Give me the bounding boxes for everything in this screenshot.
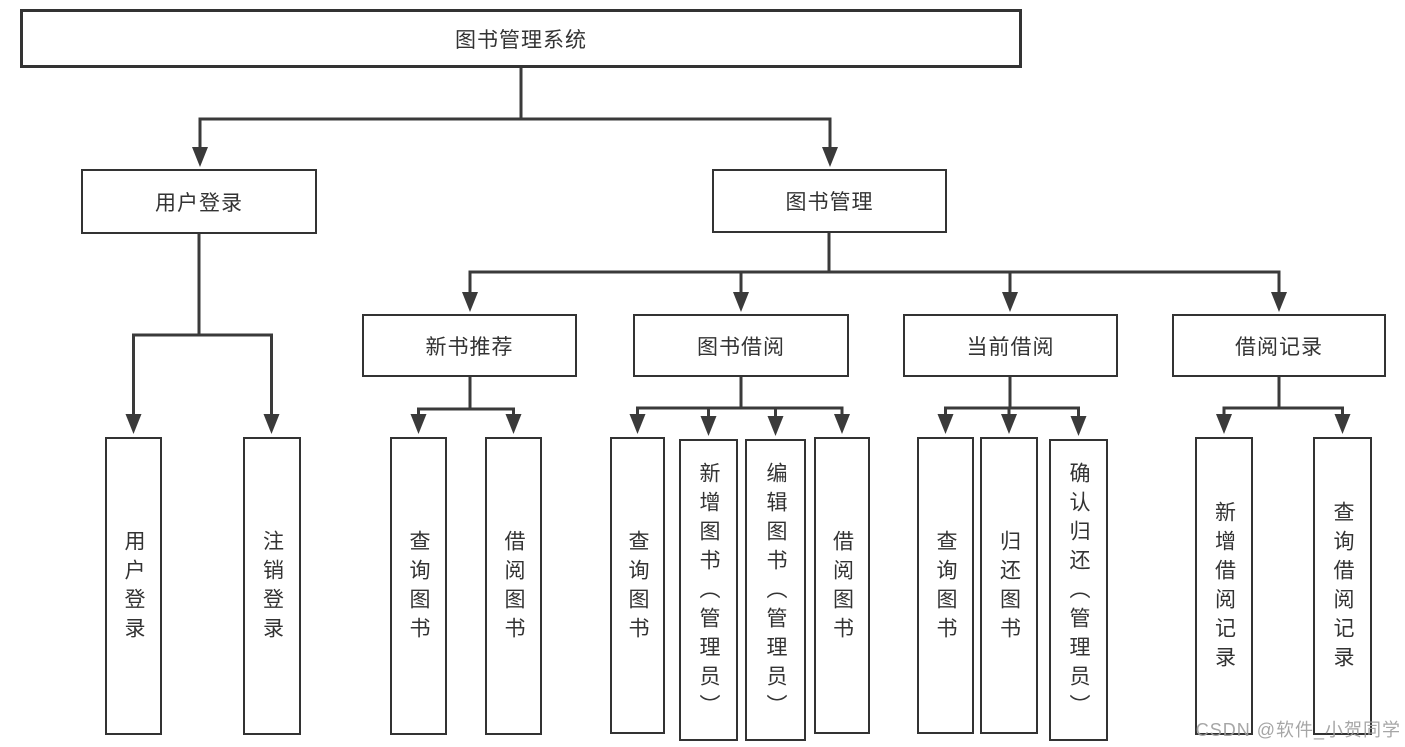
leaf-label: 新增借阅记录 bbox=[1212, 501, 1236, 675]
leaf-label: 确认归还（管理员） bbox=[1067, 461, 1090, 723]
leaf-label: 借阅图书 bbox=[830, 529, 854, 646]
leaf-confirm-return-admin: 确认归还（管理员） bbox=[1049, 439, 1108, 741]
leaf-label: 查询图书 bbox=[407, 530, 430, 646]
leaf-query-books-recommend: 查询图书 bbox=[390, 437, 447, 735]
leaf-label: 用户登录 bbox=[122, 530, 145, 646]
node-label: 图书借阅 bbox=[697, 335, 785, 359]
node-current-borrowing: 当前借阅 bbox=[903, 314, 1118, 377]
leaf-query-books-current: 查询图书 bbox=[917, 437, 974, 734]
leaf-query-books-borrow: 查询图书 bbox=[610, 437, 665, 734]
leaf-label: 借阅图书 bbox=[502, 530, 525, 646]
node-book-management: 图书管理 bbox=[712, 169, 947, 233]
leaf-label: 查询图书 bbox=[626, 529, 649, 646]
leaf-query-borrow-record: 查询借阅记录 bbox=[1313, 437, 1372, 735]
leaf-label: 查询借阅记录 bbox=[1331, 501, 1354, 675]
node-label: 图书管理 bbox=[785, 191, 874, 214]
node-label: 图书管理系统 bbox=[455, 28, 587, 52]
leaf-add-books-admin: 新增图书（管理员） bbox=[679, 439, 738, 741]
leaf-user-login: 用户登录 bbox=[105, 437, 162, 735]
leaf-label: 编辑图书（管理员） bbox=[764, 461, 787, 723]
node-label: 新书推荐 bbox=[425, 335, 514, 359]
leaf-label: 归还图书 bbox=[997, 529, 1021, 646]
leaf-label: 新增图书（管理员） bbox=[697, 461, 720, 723]
node-label: 借阅记录 bbox=[1235, 335, 1323, 359]
node-label: 用户登录 bbox=[155, 191, 243, 215]
leaf-borrow-books: 借阅图书 bbox=[814, 437, 870, 734]
leaf-return-books: 归还图书 bbox=[980, 437, 1038, 734]
node-borrowing-records: 借阅记录 bbox=[1172, 314, 1386, 377]
leaf-add-borrow-record: 新增借阅记录 bbox=[1195, 437, 1253, 735]
leaf-edit-books-admin: 编辑图书（管理员） bbox=[745, 439, 806, 741]
leaf-label: 查询图书 bbox=[934, 529, 957, 646]
leaf-borrow-books-recommend: 借阅图书 bbox=[485, 437, 542, 735]
node-label: 当前借阅 bbox=[966, 335, 1055, 359]
node-library-management-system: 图书管理系统 bbox=[20, 9, 1022, 68]
leaf-label: 注销登录 bbox=[260, 530, 284, 646]
arrowheads bbox=[125, 147, 1351, 436]
node-user-login: 用户登录 bbox=[81, 169, 317, 234]
leaf-logout: 注销登录 bbox=[243, 437, 301, 735]
watermark-text: CSDN @软件_小贺同学 bbox=[1195, 720, 1401, 740]
node-book-borrowing: 图书借阅 bbox=[633, 314, 849, 377]
node-new-book-recommendation: 新书推荐 bbox=[362, 314, 577, 377]
